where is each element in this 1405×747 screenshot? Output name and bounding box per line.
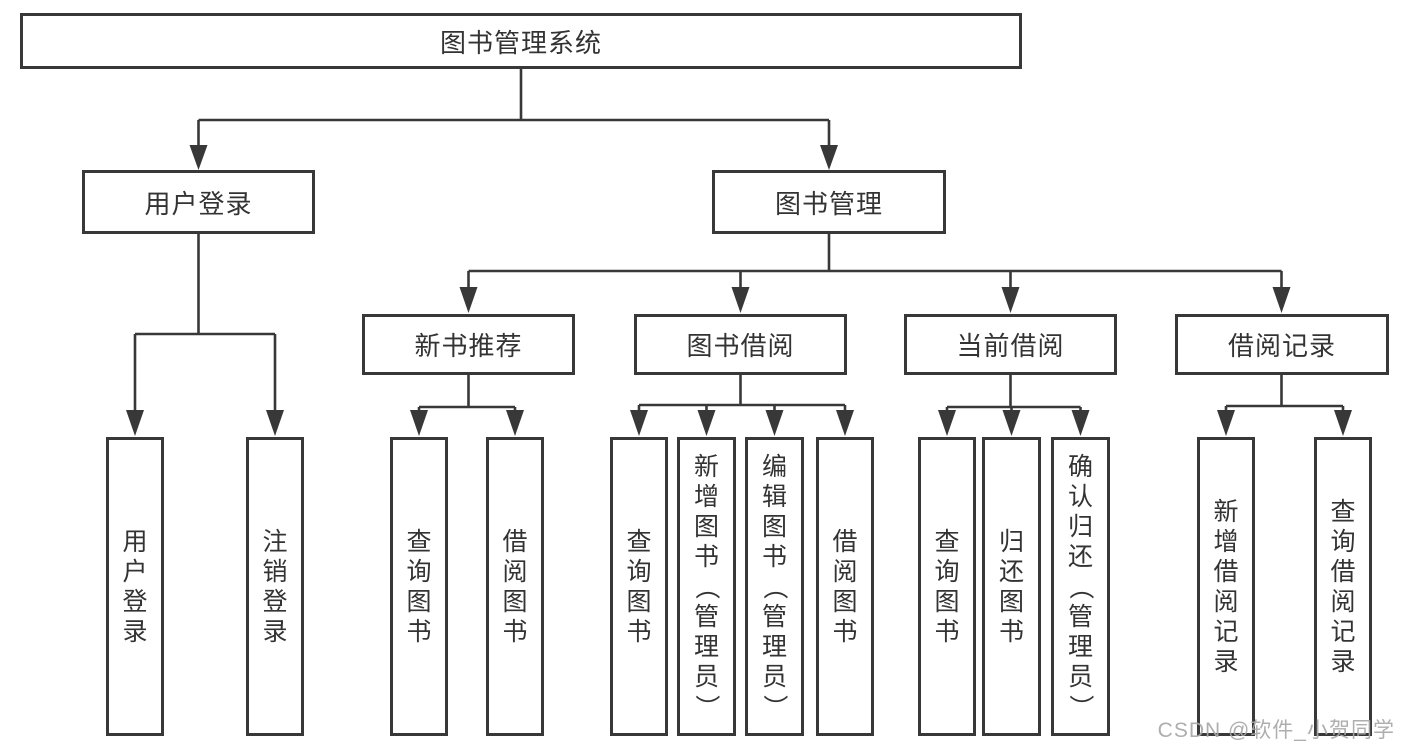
leaf-recommend-query-books: 查询图书 <box>390 437 448 736</box>
leaf-borrowing-add-book-admin: 新增图书（管理员） <box>677 437 736 736</box>
leaf-records-query-record: 查询借阅记录 <box>1314 437 1372 736</box>
node-borrowing-records: 借阅记录 <box>1175 314 1389 375</box>
leaf-borrowing-borrow-books: 借阅图书 <box>816 437 874 736</box>
node-user-login: 用户登录 <box>82 170 315 234</box>
node-root: 图书管理系统 <box>20 13 1022 69</box>
leaf-recommend-borrow-books: 借阅图书 <box>486 437 544 736</box>
leaf-borrowing-edit-book-admin: 编辑图书（管理员） <box>745 437 804 736</box>
leaf-current-confirm-return-admin: 确认归还（管理员） <box>1051 437 1110 736</box>
leaf-current-return-books: 归还图书 <box>982 437 1041 736</box>
arrowheads <box>126 145 1352 436</box>
node-book-management: 图书管理 <box>712 170 946 234</box>
node-new-book-recommend: 新书推荐 <box>362 314 575 375</box>
csdn-watermark: CSDN @软件_小贺同学 <box>1157 719 1395 742</box>
node-book-borrowing: 图书借阅 <box>634 314 847 375</box>
leaf-current-query-books: 查询图书 <box>918 437 976 736</box>
leaf-borrowing-query-books: 查询图书 <box>610 437 668 736</box>
node-current-borrowing: 当前借阅 <box>904 314 1117 375</box>
leaf-user-login: 用户登录 <box>106 437 164 736</box>
leaf-records-add-record: 新增借阅记录 <box>1197 437 1255 736</box>
leaf-logout: 注销登录 <box>246 437 304 736</box>
